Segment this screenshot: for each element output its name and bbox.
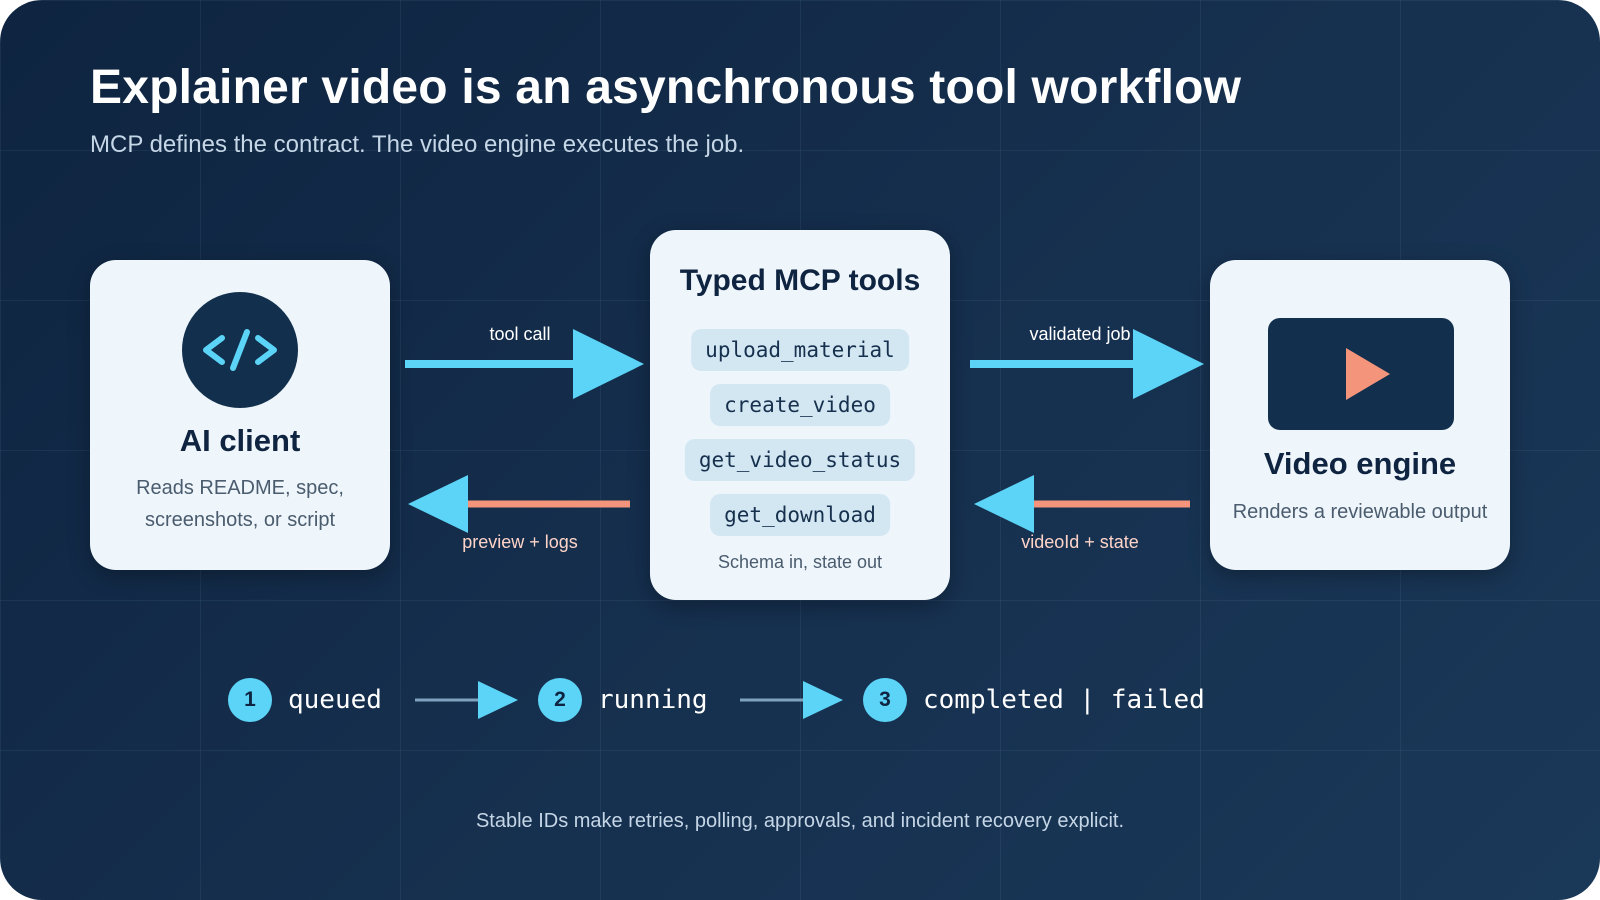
state-1-badge: 1 (228, 678, 272, 722)
label-preview-logs: preview + logs (462, 532, 578, 552)
arrow-video-state (974, 475, 1190, 533)
state-running-label: running (598, 685, 708, 715)
arrow-validated-job (970, 329, 1204, 399)
tool-get-video-status: get_video_status (684, 439, 916, 481)
mcp-tools-title: Typed MCP tools (679, 264, 921, 297)
footer-note: Stable IDs make retries, polling, approv… (475, 810, 1125, 832)
video-engine-card: Video engine Renders a reviewable output (1210, 260, 1510, 570)
tool-create-video: create_video (710, 384, 890, 426)
code-icon (182, 292, 298, 408)
play-icon (1346, 348, 1390, 400)
mcp-tools-card: Typed MCP tools upload_material create_v… (650, 230, 950, 600)
arrow-preview-logs (408, 475, 630, 533)
page-title: Explainer video is an asynchronous tool … (90, 61, 1242, 114)
label-video-state: videoId + state (1021, 532, 1139, 552)
label-validated-job: validated job (1029, 324, 1131, 344)
tool-get-download: get_download (710, 494, 890, 536)
tool-upload-material: upload_material (691, 329, 909, 371)
label-tool-call: tool call (489, 324, 551, 344)
ai-client-card: AI client Reads README, spec, screenshot… (90, 260, 390, 570)
ai-client-description-line1: Reads README, spec, (136, 477, 344, 499)
ai-client-title: AI client (179, 423, 301, 458)
mcp-tools-caption: Schema in, state out (717, 552, 883, 572)
state-completed-label: completed | failed (923, 685, 1205, 715)
page-subtitle: MCP defines the contract. The video engi… (90, 131, 745, 158)
state-2-badge: 2 (538, 678, 582, 722)
video-engine-title: Video engine (1263, 446, 1457, 481)
video-screen (1268, 318, 1454, 430)
state-arrow-2 (740, 681, 843, 719)
video-engine-description: Renders a reviewable output (1232, 501, 1488, 523)
arrow-tool-call (405, 329, 644, 399)
state-arrow-1 (415, 681, 518, 719)
state-queued-label: queued (288, 685, 382, 715)
state-3-badge: 3 (863, 678, 907, 722)
ai-client-description-line2: screenshots, or script (144, 509, 336, 531)
